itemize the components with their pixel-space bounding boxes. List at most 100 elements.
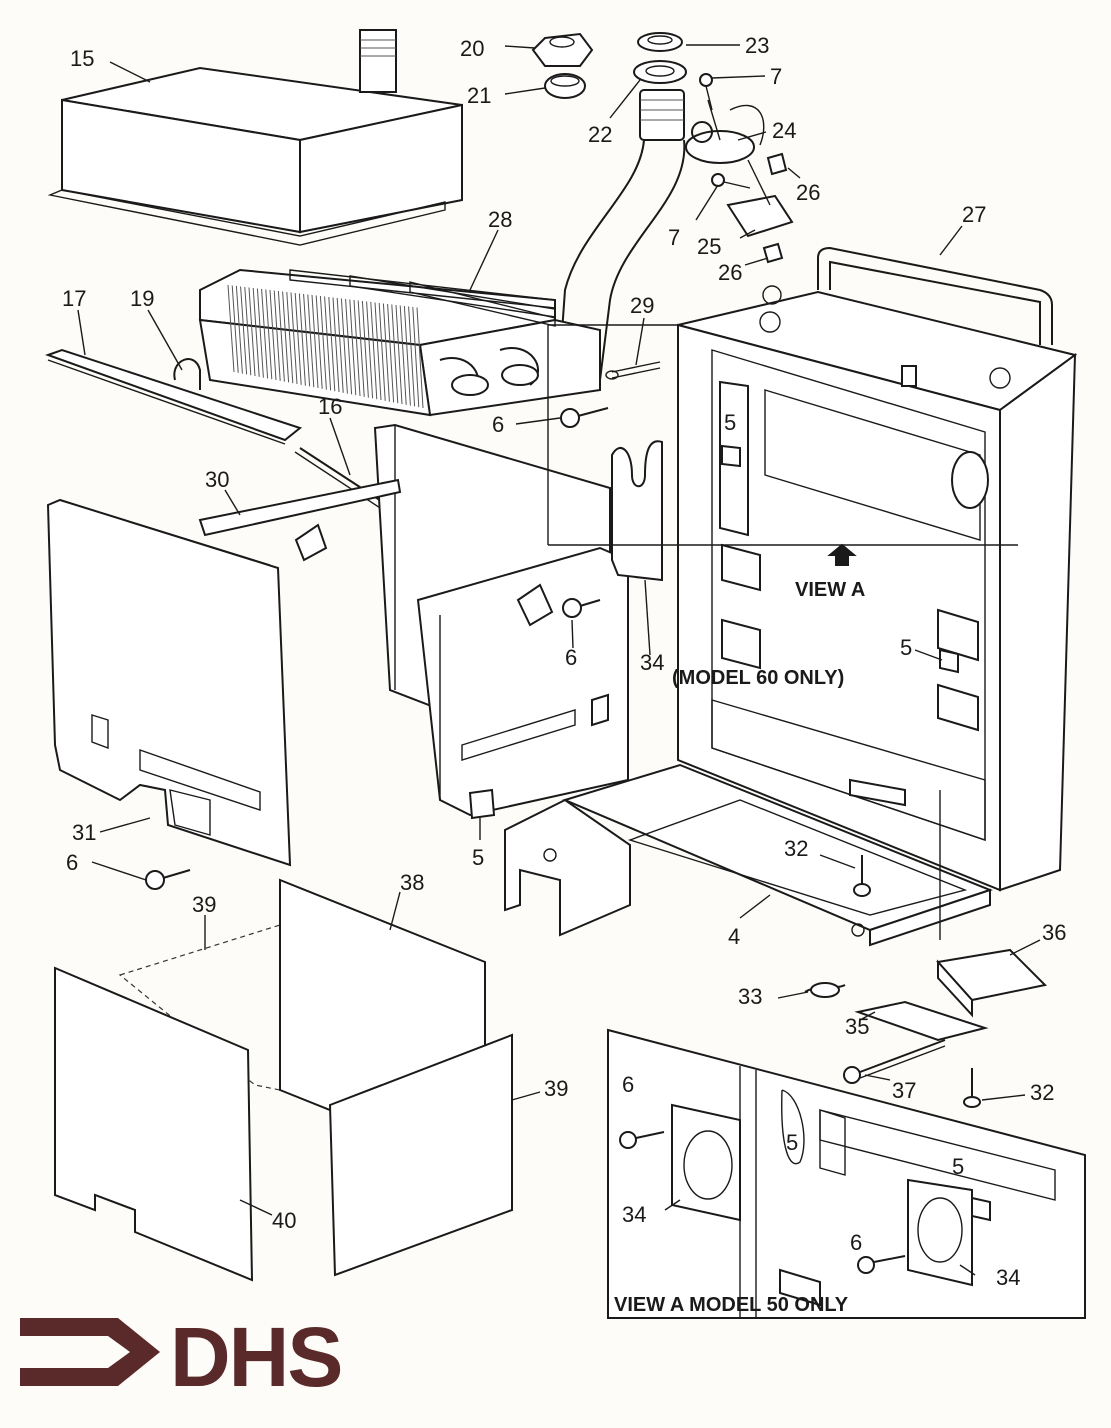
part-7-screw-a <box>699 73 713 111</box>
part-7-screw-b <box>711 173 751 189</box>
dhs-logo: DHS <box>20 1310 343 1404</box>
view-a-callout-lines <box>547 324 1018 940</box>
fin-line <box>353 299 361 397</box>
fin-line <box>252 287 260 377</box>
fin-line <box>399 305 407 405</box>
fin-line <box>345 298 353 395</box>
fin-line <box>324 296 332 391</box>
fin-line <box>286 291 294 384</box>
part-30-top-rail <box>198 478 402 562</box>
label-16: 16 <box>318 394 342 419</box>
fin-line <box>357 300 365 397</box>
part-31-side-panel <box>46 498 292 867</box>
part-5-clip-c <box>468 788 496 820</box>
main-casing <box>677 285 1078 892</box>
part-21-olive <box>544 73 586 99</box>
part-23-locknut <box>637 32 683 52</box>
label-7b: 7 <box>668 225 680 250</box>
fin-line <box>307 294 315 388</box>
fin-line <box>269 289 277 381</box>
fin-line <box>395 304 403 405</box>
label-6c: 6 <box>66 850 78 875</box>
fin-line <box>282 291 290 383</box>
fin-line <box>256 288 264 378</box>
label-27: 27 <box>962 202 986 227</box>
fin-line <box>261 288 269 379</box>
part-40-front-panel <box>54 966 254 1282</box>
label-5d: 5 <box>786 1130 798 1155</box>
caption-view-a: VIEW A <box>795 579 865 601</box>
label-38: 38 <box>400 870 424 895</box>
part-labels: 15 20 23 21 7 22 24 26 7 25 26 27 28 17 … <box>62 33 1066 1290</box>
label-37: 37 <box>892 1078 916 1103</box>
part-17-rail <box>45 348 303 445</box>
fin-line <box>408 306 416 407</box>
label-5b: 5 <box>900 635 912 660</box>
part-37-long-screw <box>843 1039 946 1084</box>
label-31: 31 <box>72 820 96 845</box>
part-6-screw-c <box>145 869 191 890</box>
part-32-screw-a <box>853 855 871 897</box>
label-34b: 34 <box>622 1202 646 1227</box>
label-17: 17 <box>62 286 86 311</box>
inset-screw-b <box>857 1255 906 1274</box>
fin-line <box>294 292 302 385</box>
fin-line <box>370 301 378 400</box>
fin-line <box>311 294 319 389</box>
part-35-plate <box>854 1000 989 1042</box>
fin-top-ridge <box>409 281 556 327</box>
fin-line <box>361 300 369 398</box>
part-28-heat-exchanger <box>198 268 601 417</box>
fin-line <box>235 285 243 374</box>
label-21: 21 <box>467 83 491 108</box>
label-7a: 7 <box>770 64 782 89</box>
part-33-electrode <box>804 982 846 998</box>
label-6a: 6 <box>492 412 504 437</box>
fin-line <box>374 302 382 401</box>
heat-exchanger-fins <box>227 269 556 409</box>
part-20-nut <box>531 32 594 67</box>
part-26-clip-b <box>762 242 784 264</box>
part-32-screw-b <box>963 1068 981 1108</box>
part-34-plate <box>611 440 663 582</box>
label-26b: 26 <box>718 260 742 285</box>
caption-model-60: (MODEL 60 ONLY) <box>672 667 844 689</box>
fin-line <box>387 303 395 403</box>
part-15-flue-hood <box>47 29 463 246</box>
label-39b: 39 <box>544 1076 568 1101</box>
fin-line <box>248 287 256 377</box>
fin-line <box>340 298 348 394</box>
part-5-clip-b <box>939 648 959 674</box>
fin-line <box>382 303 390 402</box>
fin-line <box>315 295 323 389</box>
label-35: 35 <box>845 1014 869 1039</box>
part-29-pin <box>605 361 661 380</box>
fin-top-ridge <box>289 269 556 309</box>
label-32b: 32 <box>1030 1080 1054 1105</box>
part-26-clip-a <box>766 152 788 176</box>
fin-line <box>298 293 306 386</box>
label-20: 20 <box>460 36 484 61</box>
label-34a: 34 <box>640 650 664 675</box>
label-34c: 34 <box>996 1265 1020 1290</box>
leader-lines <box>77 44 1041 1276</box>
label-30: 30 <box>205 467 229 492</box>
fin-line <box>319 295 327 390</box>
fin-line <box>349 299 357 396</box>
part-39-right-panel <box>328 1033 513 1277</box>
label-29: 29 <box>630 293 654 318</box>
label-15: 15 <box>70 46 94 71</box>
fin-line <box>244 286 252 376</box>
part-22-washer <box>633 60 687 84</box>
caption-view-a-model-50: VIEW A MODEL 50 ONLY <box>614 1294 849 1316</box>
label-25: 25 <box>697 234 721 259</box>
fin-line <box>277 290 285 382</box>
fin-line <box>378 302 386 401</box>
fin-line <box>231 285 239 373</box>
label-40: 40 <box>272 1208 296 1233</box>
fin-line <box>391 304 399 404</box>
inset-screw-a <box>619 1131 665 1149</box>
fin-line <box>240 286 248 375</box>
dhs-logo-text: DHS <box>170 1310 341 1404</box>
